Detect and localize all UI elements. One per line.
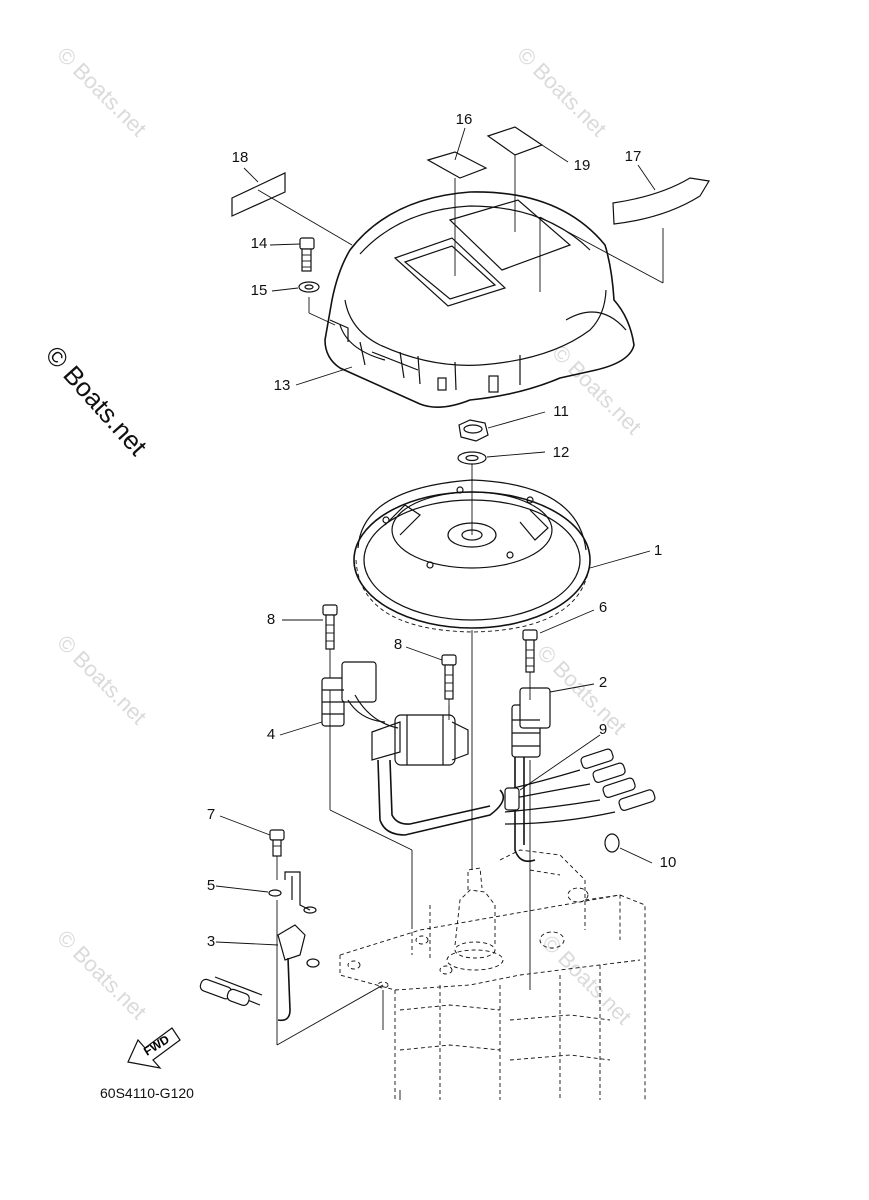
callout-13[interactable]: 13: [273, 377, 291, 394]
flywheel-1: [353, 479, 591, 633]
callout-3[interactable]: 3: [206, 933, 216, 950]
callout-16[interactable]: 16: [455, 111, 473, 128]
leader-lines: [215, 127, 656, 946]
callout-8b[interactable]: 8: [393, 636, 403, 653]
callout-7[interactable]: 7: [206, 806, 216, 823]
callout-8a[interactable]: 8: [266, 611, 276, 628]
callout-10[interactable]: 10: [659, 854, 677, 871]
pulser-coil-2: [511, 672, 551, 863]
callout-2[interactable]: 2: [598, 674, 608, 691]
bolt-6: [522, 629, 538, 673]
washer-12: [457, 451, 487, 465]
wire-harness-9: [504, 748, 656, 825]
bracket-5: [268, 871, 317, 914]
callout-1[interactable]: 1: [653, 542, 663, 559]
callout-12[interactable]: 12: [552, 444, 570, 461]
callout-18[interactable]: 18: [231, 149, 249, 166]
callout-19[interactable]: 19: [573, 157, 591, 174]
washer-15: [298, 281, 336, 326]
callout-14[interactable]: 14: [250, 235, 268, 252]
callout-6[interactable]: 6: [598, 599, 608, 616]
bolt-14: [299, 237, 315, 272]
assembly-lines: [276, 630, 531, 1100]
stator-4: [321, 661, 505, 836]
rectifier-3: [199, 924, 320, 1022]
diagram-part-code: 60S4110-G120: [100, 1085, 194, 1101]
engine-block: [339, 849, 646, 1100]
callout-5[interactable]: 5: [206, 877, 216, 894]
flywheel-cover-13: [324, 155, 635, 408]
callout-11[interactable]: 11: [553, 403, 569, 420]
nut-11: [458, 419, 489, 442]
callout-17[interactable]: 17: [624, 148, 642, 165]
callout-4[interactable]: 4: [266, 726, 276, 743]
decal-19: [486, 126, 544, 156]
bolt-8a: [322, 604, 338, 690]
cap-10: [604, 833, 620, 853]
decal-18: [231, 172, 353, 246]
callout-15[interactable]: 15: [250, 282, 268, 299]
bolt-8b: [441, 654, 457, 720]
callout-9[interactable]: 9: [598, 721, 608, 738]
bolt-7: [269, 829, 285, 880]
fwd-arrow-icon: [127, 1027, 181, 1069]
decal-16: [426, 151, 488, 179]
